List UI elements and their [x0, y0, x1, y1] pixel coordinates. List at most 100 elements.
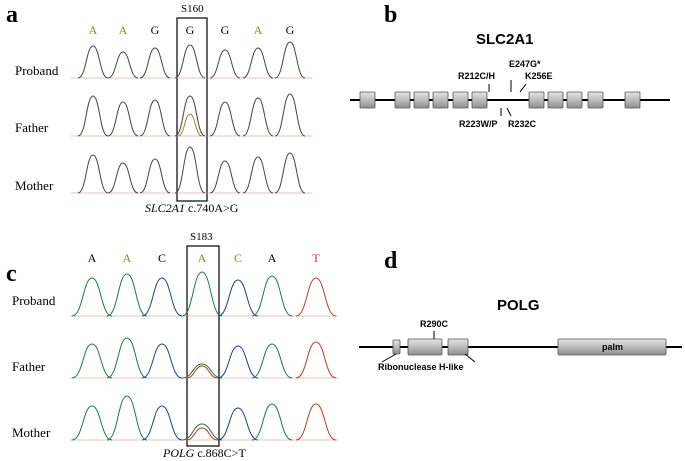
chromatogram-peak-secondary	[185, 427, 219, 441]
panel-d-domain-rnaseh-1	[407, 338, 443, 356]
base-call: G	[151, 23, 160, 37]
panel-d: d POLG R290C Ribonuclease H-like palm	[359, 248, 682, 372]
panel-b-exons	[359, 91, 641, 109]
chromatogram-peak	[77, 154, 109, 194]
panel-d-domain-palm	[557, 338, 667, 356]
chromatogram-peak	[242, 47, 274, 79]
panel-d-domain-small	[392, 339, 401, 355]
chromatogram-peak	[242, 156, 274, 194]
panel-a-row-label-mother: Mother	[15, 178, 54, 193]
chromatogram-peak	[209, 49, 241, 79]
chromatogram-peak	[139, 47, 171, 79]
panel-d-mutation-r290c: R290C	[420, 319, 449, 329]
chromatogram-peak	[209, 101, 241, 137]
chromatogram-peak	[181, 271, 223, 317]
exon-3	[413, 91, 430, 109]
base-call: A	[88, 251, 97, 265]
chromatogram-peak	[295, 403, 337, 441]
panel-b-mutation-r212ch: R212C/H	[458, 71, 495, 81]
chromatogram-peak	[106, 337, 148, 379]
panel-d-domain-rnaseh-2	[447, 338, 469, 356]
panel-a-row-label-father: Father	[15, 120, 49, 135]
base-call: A	[268, 251, 277, 265]
panel-b-mutation-ticks	[488, 80, 527, 117]
panel-a-row-label-proband: Proband	[15, 63, 59, 78]
chromatogram-peak	[295, 277, 337, 317]
exon-2	[394, 91, 411, 109]
panel-d-domain-label: Ribonuclease H-like	[378, 362, 464, 372]
chromatogram-peak	[77, 95, 109, 137]
panel-b-mutation-k256e: K256E	[525, 71, 553, 81]
panel-c-row-label-mother: Mother	[12, 425, 51, 440]
base-call: A	[198, 251, 207, 265]
panel-b-mutation-r232c: R232C	[508, 119, 537, 129]
panel-b-gene-title: SLC2A1	[476, 31, 534, 48]
chromatogram-peak	[141, 405, 183, 441]
chromatogram-peak	[274, 41, 306, 79]
base-call: G	[286, 23, 295, 37]
panel-a-caption-gene: SLC2A1	[145, 201, 185, 215]
panel-a-caption-variant: c.740A>G	[185, 201, 239, 215]
exon-4	[432, 91, 449, 109]
chromatogram-peak	[181, 423, 223, 441]
panel-c-site-label: S183	[190, 231, 213, 243]
chromatogram-peak	[107, 162, 139, 194]
panel-b-mutation-r223wp: R223W/P	[459, 119, 498, 129]
chromatogram-peak	[217, 345, 259, 379]
base-call: G	[221, 23, 230, 37]
chromatogram-peak	[107, 51, 139, 79]
panel-b-letter: b	[384, 2, 397, 28]
chromatogram-peak	[251, 275, 293, 317]
panel-d-letter: d	[384, 248, 398, 274]
chromatogram-peak	[181, 363, 223, 379]
panel-b: b SLC2A1 R212C/H E247G* K256E R223W/P R	[350, 2, 670, 129]
chromatogram-peak	[251, 343, 293, 379]
panel-d-domain-brackets	[381, 353, 476, 363]
base-call: C	[234, 251, 242, 265]
base-call: G	[186, 23, 195, 37]
base-call: A	[89, 23, 98, 37]
panel-a-caption: SLC2A1 c.740A>G	[145, 201, 239, 215]
chromatogram-peak	[71, 277, 113, 317]
chromatogram-peak	[106, 395, 148, 441]
chromatogram-peak	[295, 341, 337, 379]
chromatogram-peak	[274, 152, 306, 194]
panel-a-highlight-box	[176, 17, 208, 202]
chromatogram-peak	[141, 343, 183, 379]
base-call: A	[123, 251, 132, 265]
panel-c-caption-gene: POLG	[162, 446, 195, 460]
panel-d-palm-label: palm	[602, 342, 623, 352]
panel-c-highlight-box	[186, 245, 220, 447]
chromatogram-peak	[141, 277, 183, 317]
chromatogram-peak	[107, 101, 139, 137]
chromatogram-peak	[174, 95, 206, 137]
chromatogram-peak	[217, 279, 259, 317]
exon-11	[624, 91, 641, 109]
chromatogram-peak	[174, 146, 206, 194]
panel-a-chromatograms	[71, 41, 312, 194]
panel-c-row-label-father: Father	[12, 359, 46, 374]
panel-c-letter: c	[6, 261, 17, 287]
exon-8	[547, 91, 564, 109]
exon-7	[528, 91, 545, 109]
exon-9	[566, 91, 583, 109]
panel-c-row-label-proband: Proband	[12, 293, 56, 308]
chromatogram-peak-secondary	[185, 365, 219, 379]
chromatogram-peak	[77, 45, 109, 79]
exon-10	[587, 91, 604, 109]
panel-c-caption: POLG c.868C>T	[162, 446, 246, 460]
chromatogram-peak	[251, 403, 293, 441]
chromatogram-peak	[71, 405, 113, 441]
chromatogram-peak	[217, 407, 259, 441]
chromatogram-peak	[71, 343, 113, 379]
panel-a-site-label: S160	[181, 3, 204, 15]
base-call: A	[254, 23, 263, 37]
base-call: A	[119, 23, 128, 37]
chromatogram-peak	[274, 93, 306, 137]
chromatogram-peak	[139, 99, 171, 137]
chromatogram-peak	[139, 158, 171, 194]
